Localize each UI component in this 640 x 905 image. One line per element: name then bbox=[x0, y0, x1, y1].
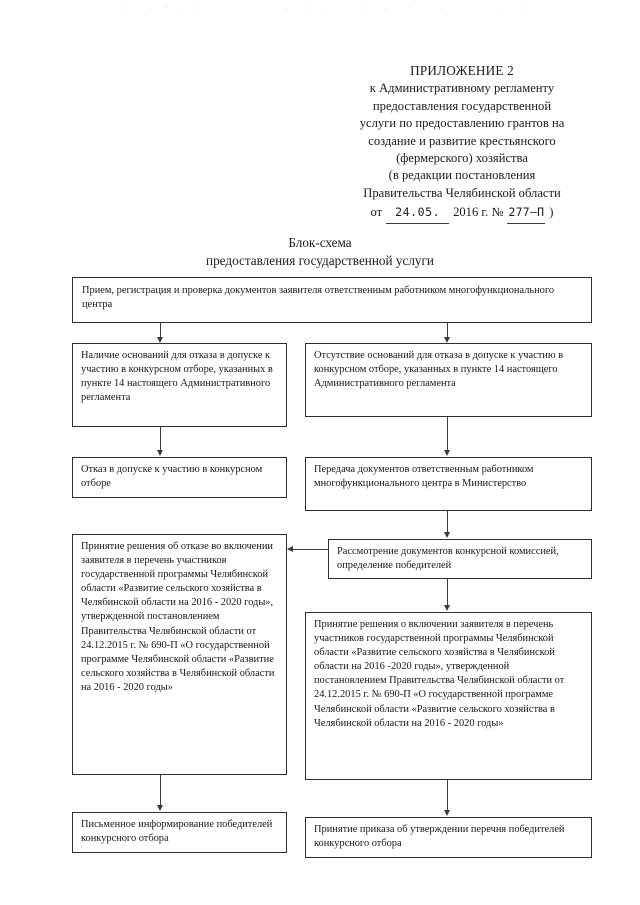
edge-refusal-decision-to-notification-arrow bbox=[156, 805, 163, 811]
header-line-2: предоставления государственной bbox=[372, 98, 552, 113]
edge-inclusion-decision-to-order-arrow bbox=[443, 810, 450, 816]
flow-node-intake: Прием, регистрация и проверка документов… bbox=[72, 277, 592, 323]
flow-node-inclusion-decision: Принятие решения о включении заявителя в… bbox=[305, 612, 592, 780]
dateline-number: 277–П bbox=[507, 204, 546, 224]
edge-intake-to-grounds-present bbox=[160, 323, 162, 338]
edge-review-to-refusal-decision bbox=[293, 549, 328, 551]
diagram-title-line-1: Блок-схема bbox=[288, 235, 352, 250]
header-line-3: услуги по предоставлению грантов на bbox=[359, 116, 565, 131]
edge-review-to-inclusion-decision-arrow bbox=[443, 605, 450, 611]
document-header: ПРИЛОЖЕНИЕ 2 к Административному регламе… bbox=[312, 62, 612, 224]
edge-intake-to-grounds-absent bbox=[447, 323, 449, 338]
scan-noise-artifact bbox=[120, 6, 540, 12]
dateline-suffix: ) bbox=[549, 205, 554, 220]
edge-grounds-absent-to-transfer-arrow bbox=[443, 450, 450, 456]
edge-refusal-decision-to-notification bbox=[160, 775, 162, 806]
edge-grounds-present-to-refusal bbox=[160, 427, 162, 451]
header-line-5: (фермерского) хозяйства bbox=[396, 151, 528, 166]
header-line-1: к Административному регламенту bbox=[369, 81, 555, 96]
dateline-prefix: от bbox=[370, 205, 383, 220]
edge-review-to-inclusion-decision bbox=[447, 579, 449, 606]
edge-inclusion-decision-to-order bbox=[447, 780, 449, 811]
header-line-6: (в редакции постановления bbox=[388, 168, 536, 183]
dateline-day-month: 24.05. bbox=[386, 204, 450, 224]
diagram-title-line-2: предоставления государственной услуги bbox=[206, 253, 434, 268]
flow-node-refusal-decision: Принятие решения об отказе во включении … bbox=[72, 534, 287, 775]
edge-intake-to-grounds-absent-arrow bbox=[443, 337, 450, 343]
flow-node-refusal-of-admission: Отказ в допуске к участию в конкурсном о… bbox=[72, 457, 287, 498]
header-line-appendix: ПРИЛОЖЕНИЕ 2 bbox=[410, 63, 514, 78]
flow-node-grounds-present: Наличие оснований для отказа в допуске к… bbox=[72, 343, 287, 427]
diagram-title: Блок-схема предоставления государственно… bbox=[0, 234, 640, 270]
flow-node-commission-review: Рассмотрение документов конкурсной комис… bbox=[328, 539, 592, 579]
flow-node-approval-order: Принятие приказа об утверждении перечня … bbox=[305, 817, 592, 858]
flow-node-transfer-to-ministry: Передача документов ответственным работн… bbox=[305, 457, 592, 511]
edge-grounds-present-to-refusal-arrow bbox=[156, 450, 163, 456]
edge-review-to-refusal-decision-arrow bbox=[287, 545, 293, 552]
edge-intake-to-grounds-present-arrow bbox=[156, 337, 163, 343]
flow-node-written-notification: Письменное информирование победителей ко… bbox=[72, 812, 287, 853]
edge-transfer-to-review bbox=[447, 511, 449, 533]
dateline-year-label: 2016 г. № bbox=[453, 205, 504, 220]
flow-node-grounds-absent: Отсутствие оснований для отказа в допуск… bbox=[305, 343, 592, 417]
edge-grounds-absent-to-transfer bbox=[447, 417, 449, 451]
header-line-7: Правительства Челябинской области bbox=[363, 185, 561, 200]
header-line-4: создание и развитие крестьянского bbox=[368, 133, 556, 148]
header-dateline: от 24.05. 2016 г. № 277–П ) bbox=[312, 204, 612, 224]
edge-transfer-to-review-arrow bbox=[443, 532, 450, 538]
